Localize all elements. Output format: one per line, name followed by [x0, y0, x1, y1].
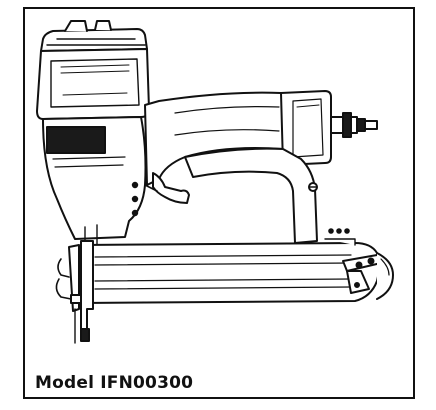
product-figure: Model IFN00300: [23, 7, 415, 399]
figure-caption: Model IFN00300: [35, 373, 194, 393]
rear-cap: [280, 90, 332, 166]
nail-gun-icon: [36, 20, 394, 344]
top-cap: [40, 20, 148, 52]
front-body: [42, 116, 147, 248]
lower-grip: [184, 147, 318, 244]
cylinder-head: [36, 48, 150, 120]
air-fitting: [330, 112, 378, 138]
nose-tip: [55, 240, 94, 344]
trigger: [144, 172, 190, 204]
handle: [144, 91, 298, 186]
magazine: [80, 228, 394, 304]
